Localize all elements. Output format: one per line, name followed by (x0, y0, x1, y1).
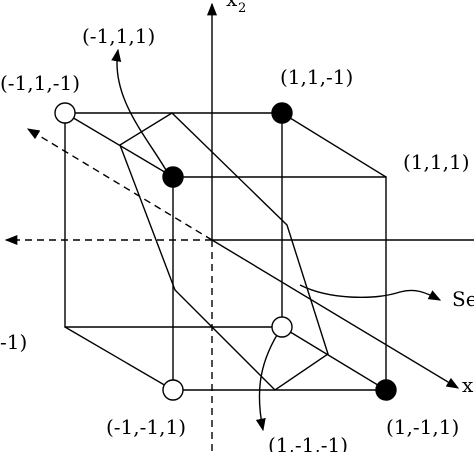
x2-axis-label: x (226, 0, 238, 11)
x1-axis-label: x (462, 373, 474, 397)
vertex-bottom-front-right (375, 379, 397, 401)
cube-edge-top-left (64, 112, 174, 178)
cube-edge-bottom-left (64, 326, 174, 391)
cube-edge-top-right (281, 112, 387, 178)
label-bottom-back-left: -1) (0, 330, 27, 354)
label-bottom-front-right: (1,-1,1) (386, 415, 459, 439)
x2-axis-subscript: 2 (238, 1, 246, 16)
label-top-front-right: (1,1,1) (403, 150, 470, 174)
vertex-top-front-left (162, 166, 184, 188)
label-bottom-front-left: (-1,-1,1) (106, 415, 186, 439)
callout-arrow-plane (299, 284, 442, 301)
vertex-bottom-back-right (271, 316, 293, 338)
label-top-front-left: (-1,1,1) (82, 24, 155, 48)
callout-arrow-top (111, 48, 171, 178)
cube-edge-bottom-right (281, 326, 387, 391)
separating-plane (119, 112, 329, 391)
plane-label: Se (452, 287, 474, 311)
label-top-back-left: (-1,1,-1) (0, 71, 80, 95)
x1-axis-solid (211, 239, 460, 389)
label-bottom-back-right: (1,-1,-1) (268, 433, 348, 452)
vertex-top-back-right (271, 102, 293, 124)
vertex-top-back-left (54, 102, 76, 124)
cube-front-face (172, 176, 387, 391)
label-top-back-right: (1,1,-1) (280, 65, 353, 89)
vertex-bottom-front-left (162, 379, 184, 401)
callout-arrow-bottom (255, 326, 283, 432)
